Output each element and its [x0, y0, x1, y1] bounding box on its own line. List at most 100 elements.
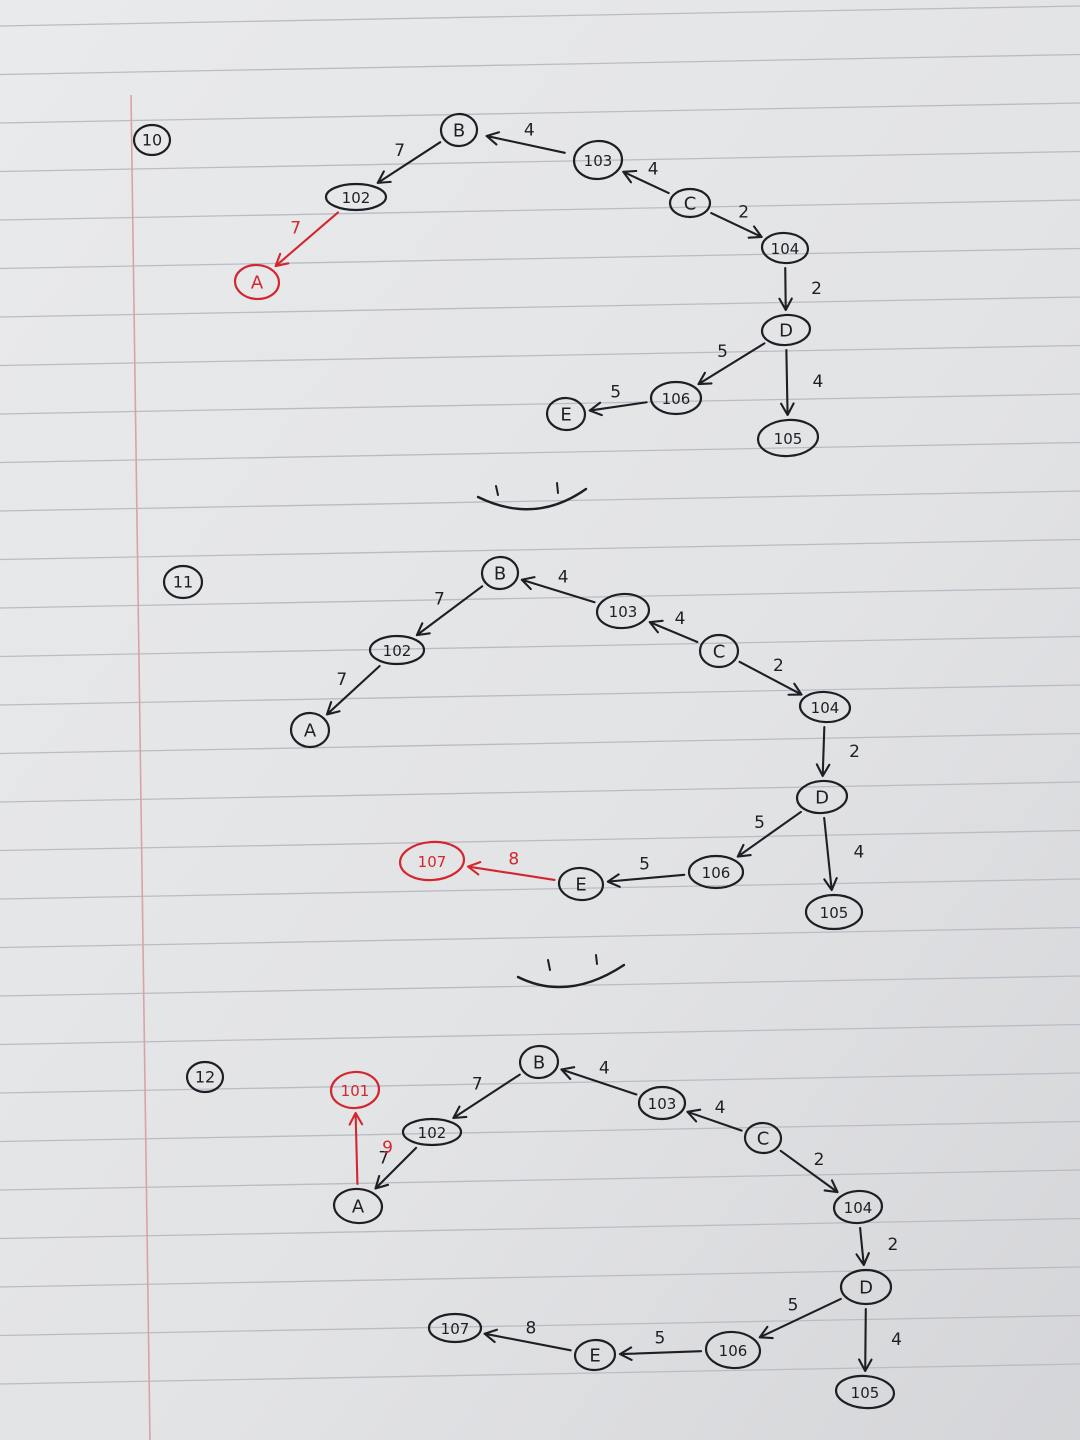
edge-arrow [374, 1146, 418, 1190]
node-label: 105 [820, 904, 849, 922]
edge-weight: 7 [472, 1075, 483, 1095]
rule-line [0, 732, 1080, 755]
smile-doodle-2 [516, 963, 626, 989]
node-circle [572, 139, 624, 181]
step-number: 12 [195, 1068, 215, 1087]
edge-arrow [736, 810, 802, 858]
node-circle [332, 1187, 384, 1225]
edge-arrow [855, 1226, 870, 1267]
edge-weight: 4 [853, 843, 864, 863]
edge-weight: 4 [813, 372, 824, 392]
node-label: 102 [418, 1124, 447, 1142]
rule-line [0, 635, 1080, 658]
edge-arrow [823, 816, 838, 892]
edge-arrow [622, 169, 670, 195]
edge-arrow [483, 1328, 572, 1352]
node-circle [687, 854, 745, 890]
step-number-circle [132, 123, 172, 157]
edge-weight: 4 [524, 121, 535, 141]
smile-doodle-1 [476, 487, 588, 511]
node-circle [668, 187, 712, 219]
node-circle [832, 1189, 884, 1225]
smile-doodle-1-tick-b [556, 482, 559, 494]
edge-arrow [606, 873, 686, 888]
node-label: 104 [771, 240, 800, 258]
edge-arrow [648, 619, 699, 644]
node-circle [595, 592, 651, 630]
node-label: D [779, 321, 793, 342]
node-label: C [757, 1129, 770, 1150]
node-circle [834, 1374, 896, 1410]
rule-line [0, 344, 1080, 367]
node-circle [398, 840, 466, 882]
edge-weight: 8 [525, 1318, 536, 1338]
edge-weight: 9 [382, 1138, 393, 1158]
edge-arrow [710, 212, 763, 239]
smile-doodle-2-tick-a [547, 959, 551, 971]
edge-arrow [452, 1073, 521, 1120]
edge-weight: 8 [508, 849, 519, 869]
step-number-circle [185, 1060, 225, 1094]
node-label: B [494, 564, 506, 585]
node-circle [368, 634, 426, 666]
node-label: 103 [584, 152, 613, 170]
node-label: 102 [342, 189, 371, 207]
node-label: 105 [774, 430, 803, 448]
node-circle [233, 263, 281, 301]
node-label: 104 [844, 1199, 873, 1217]
node-circle [798, 690, 852, 724]
node-circle [324, 182, 388, 212]
edge-weight: 4 [715, 1098, 726, 1118]
edge-arrow [779, 1149, 839, 1194]
edge-weight: 5 [754, 813, 765, 833]
node-label: 106 [702, 864, 731, 882]
step-number: 11 [173, 573, 193, 592]
rule-line [0, 829, 1080, 852]
edge-weight: 2 [811, 279, 822, 299]
edge-weight: 4 [891, 1330, 902, 1350]
rule-line [0, 199, 1080, 221]
node-circle [649, 380, 703, 416]
rule-line [0, 53, 1080, 76]
node-circle [743, 1121, 783, 1155]
node-circle [839, 1268, 893, 1306]
rule-line [0, 1363, 1080, 1385]
rule-line [0, 878, 1080, 900]
node-label: A [352, 1197, 365, 1218]
node-label: E [560, 405, 571, 426]
rule-line [0, 441, 1080, 464]
edge-weight: 2 [814, 1150, 825, 1170]
node-circle [704, 1330, 762, 1370]
edge-arrow [588, 401, 648, 417]
edge-arrow [780, 348, 795, 417]
node-label: 106 [662, 390, 691, 408]
node-label: 103 [609, 603, 638, 621]
node-circle [698, 633, 740, 669]
rule-line [0, 296, 1080, 318]
node-circle [329, 1070, 381, 1110]
node-label: 106 [719, 1342, 748, 1360]
rule-line [0, 490, 1080, 512]
node-label: A [304, 721, 317, 742]
rule-line [0, 1023, 1080, 1046]
edge-arrow [466, 861, 556, 881]
node-label: E [589, 1346, 600, 1367]
rule-line [0, 5, 1080, 27]
rule-line [0, 1169, 1080, 1191]
node-circle [557, 866, 605, 902]
node-circle [518, 1044, 560, 1080]
edge-arrow [858, 1307, 873, 1373]
rule-line [0, 247, 1080, 270]
rule-line [0, 1217, 1080, 1240]
node-label: 102 [383, 642, 412, 660]
edge-arrow [686, 1108, 743, 1132]
step-number: 10 [142, 131, 162, 150]
margin-line [130, 94, 151, 1440]
node-circle [756, 418, 820, 458]
edge-weight: 7 [394, 141, 405, 161]
edge-arrow [348, 1111, 364, 1186]
